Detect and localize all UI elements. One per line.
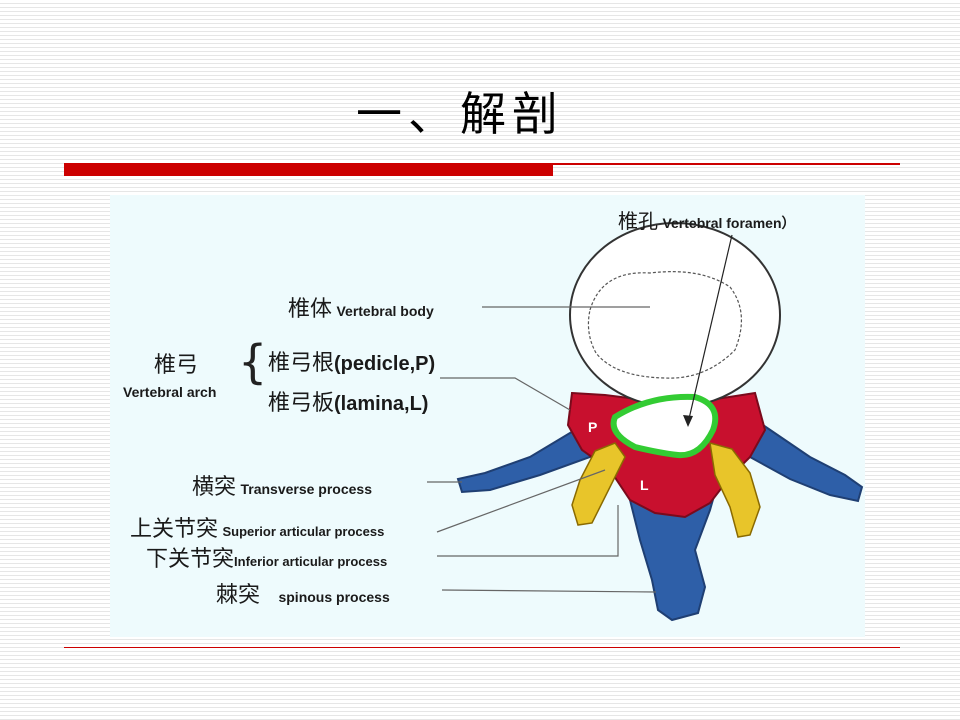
leader-superior: [436, 469, 606, 533]
label-transverse: 横突 Transverse process: [192, 469, 372, 501]
label-transverse-en: Transverse process: [240, 481, 372, 497]
label-inferior-zh: 下关节突: [146, 547, 235, 572]
label-superior-zh: 上关节突: [130, 517, 219, 542]
label-lamina-zh: 椎弓板: [268, 391, 335, 416]
slide-title: 一、解剖: [356, 87, 564, 141]
label-inferior-en: Inferior articular process: [234, 554, 388, 569]
leader-inferior: [437, 505, 619, 557]
arch-brace: {: [238, 335, 268, 389]
marker-lamina: L: [640, 477, 649, 493]
label-foramen-zh: 椎孔: [618, 209, 658, 233]
label-foramen-en: Vertebral foramen）: [662, 215, 796, 231]
label-lamina-en: (lamina,L): [334, 393, 429, 415]
leader-spinous: [441, 589, 657, 593]
label-arch-en: Vertebral arch: [123, 384, 217, 400]
label-foramen: 椎孔 Vertebral foramen）: [618, 205, 796, 234]
footer-divider: [64, 647, 900, 648]
leader-lamina: [440, 377, 571, 411]
vertebral-body-shape: [569, 222, 781, 408]
leader-foramen-arrowhead: [683, 415, 693, 427]
label-body-en: Vertebral body: [336, 303, 434, 319]
label-body: 椎体 Vertebral body: [288, 291, 434, 323]
vertebra-diagram: 椎孔 Vertebral foramen） 椎体 Vertebral body …: [110, 195, 865, 637]
articular-process-right-shape: [709, 441, 761, 538]
articular-process-left-shape: [571, 442, 626, 526]
marker-pedicle: P: [588, 419, 598, 435]
label-pedicle-en: (pedicle,P): [334, 353, 436, 375]
vertebral-foramen-shape: [610, 393, 719, 459]
leader-foramen: [687, 234, 733, 424]
label-spinous-zh: 棘突: [216, 583, 261, 608]
label-transverse-zh: 横突: [192, 475, 237, 500]
title-underline-thick: [64, 163, 553, 176]
label-pedicle: 椎弓根(pedicle,P): [268, 345, 435, 377]
label-inferior: 下关节突Inferior articular process: [146, 541, 387, 573]
label-body-zh: 椎体: [288, 297, 333, 322]
label-superior-en: Superior articular process: [222, 524, 385, 539]
label-arch-zh: 椎弓: [154, 353, 199, 378]
label-spinous: 棘突 spinous process: [216, 577, 390, 609]
vertebra-illustration: [427, 222, 864, 622]
cancellous-bone-outline: [587, 271, 743, 379]
title-underline-thin: [553, 163, 900, 165]
label-pedicle-zh: 椎弓根: [268, 351, 335, 376]
label-spinous-en: spinous process: [278, 589, 390, 605]
label-superior: 上关节突 Superior articular process: [130, 511, 384, 543]
label-lamina: 椎弓板(lamina,L): [268, 385, 428, 417]
